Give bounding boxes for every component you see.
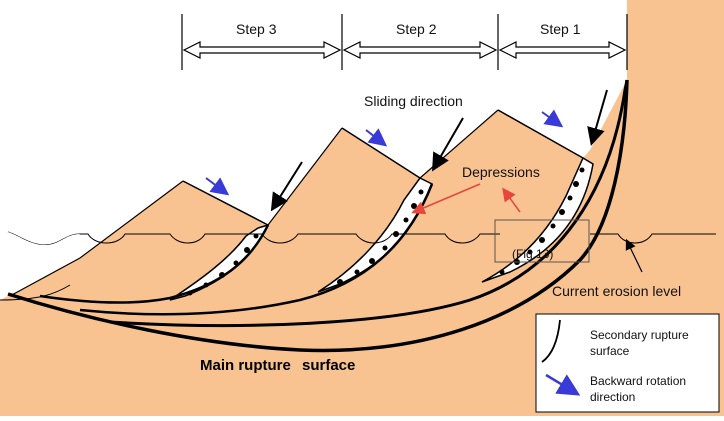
- fig-13-box: [494, 219, 590, 263]
- depressions-label: Depressions: [462, 164, 540, 180]
- erosion-level-label: Current erosion level: [552, 283, 681, 299]
- legend-rotation-l1: Backward rotation: [590, 374, 686, 388]
- legend-box: [535, 313, 720, 413]
- fig-13-label: (Fig.13): [512, 247, 553, 261]
- rotation-arrow-2: [365, 128, 388, 147]
- sliding-arrow-1: [587, 89, 608, 146]
- erosion-level-arrow: [625, 238, 643, 273]
- step-3-label: Step 3: [236, 21, 277, 37]
- legend-rupture-l1: Secondary rupture: [590, 328, 689, 342]
- block-3-top: [182, 180, 269, 226]
- step-2-label: Step 2: [396, 21, 437, 37]
- sliding-arrow-2: [431, 117, 464, 172]
- legend-rupture-l2: surface: [590, 344, 630, 358]
- sliding-arrow-3: [270, 161, 303, 212]
- step-1-label: Step 1: [540, 21, 581, 37]
- depression-arrow-left: [411, 183, 481, 215]
- legend: Secondary rupture surface Backward rotat…: [535, 313, 720, 413]
- depression-arrow-right: [502, 187, 521, 213]
- block-2-top: [341, 127, 421, 179]
- legend-rotation-symbol: [545, 373, 581, 396]
- block-1-top: [497, 109, 584, 159]
- left-eroded-area: [8, 232, 80, 290]
- block-3-back: [9, 180, 184, 297]
- legend-rupture-symbol: [541, 319, 561, 363]
- secondary-rupture-1: [109, 79, 629, 328]
- main-rupture-label-a: Main rupture: [200, 357, 291, 374]
- rotation-arrow-3: [205, 177, 230, 196]
- sliding-direction-label: Sliding direction: [364, 93, 463, 109]
- rotation-arrow-1: [541, 109, 564, 128]
- secondary-rupture-2: [79, 183, 434, 316]
- legend-rotation-l2: direction: [590, 390, 635, 404]
- main-rupture-surface: [7, 79, 629, 353]
- step-arrows: [182, 41, 627, 59]
- secondary-rupture-3: [39, 224, 270, 304]
- main-rupture-label-b: surface: [302, 357, 355, 374]
- step-markers: [181, 14, 628, 70]
